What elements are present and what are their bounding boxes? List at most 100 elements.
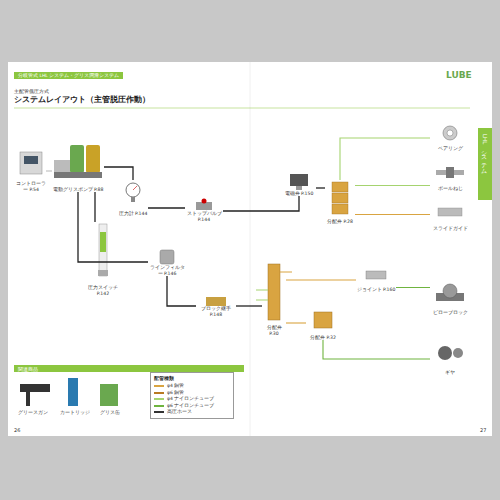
stop-valve: ストップバルブ P.144 [185, 200, 223, 222]
pipe-line [316, 187, 325, 188]
component-label: ラインフィルター P.146 [148, 265, 186, 276]
pipe-line [355, 214, 430, 215]
outlet-stub [256, 290, 268, 291]
switch-window [100, 232, 106, 252]
block-joint: ブロック継手 P.148 [196, 295, 236, 317]
pillow-icon [443, 284, 457, 298]
page-number: 27 [480, 427, 486, 433]
component-label: 電磁弁 P.150 [285, 191, 314, 196]
pipe-line [167, 276, 196, 306]
brand-logo: LUBE [446, 70, 472, 81]
pressure-switch: 圧力スイッチ P.142 [86, 222, 120, 296]
outlet-stub [256, 300, 268, 301]
component-label: 電動グリスポンプ P.88 [53, 187, 104, 192]
pipe-line [104, 167, 133, 180]
page-title: システムレイアウト（主管脱圧作動） [14, 95, 150, 105]
gauge-icon [126, 183, 140, 197]
header-strip: 分岐管式 LHL システム・グリス潤滑システム [14, 72, 123, 79]
slide-icon [438, 208, 462, 216]
component-label: ベアリング [438, 146, 463, 151]
legend-row: 高圧ホース [154, 409, 230, 416]
component-label: ストップバルブ P.144 [185, 211, 223, 222]
component-label: 圧力計 P.144 [119, 211, 148, 216]
page-number: 26 [14, 427, 20, 433]
component-label: コントローラー P.54 [16, 181, 46, 192]
section-bar: 関連商品 [14, 365, 244, 372]
switch-body [99, 224, 107, 276]
pipe-line [46, 171, 52, 172]
component-label: ブロック継手 P.148 [196, 306, 236, 317]
pipe-line [223, 196, 299, 211]
product-name: カートリッジ [60, 410, 90, 415]
side-tab-label: LHL システム [481, 134, 488, 170]
product-name: グリースガン [18, 410, 48, 415]
legend-row: φ6 ナイロンチューブ [154, 403, 230, 410]
pipe-line [340, 138, 430, 180]
solenoid-icon [290, 174, 308, 186]
component-label: ピローブロック [433, 310, 468, 315]
outlet-stub [280, 272, 292, 273]
gear-point: ギヤ [430, 343, 470, 375]
distributor-block [332, 204, 348, 214]
gun-grip [26, 392, 30, 406]
joint-icon [366, 271, 386, 279]
distributor-block [332, 182, 348, 192]
ballscrew-nut [446, 167, 454, 178]
slide-point: スライドガイド [430, 205, 470, 231]
legend-text: φ6 銅管 [167, 391, 184, 396]
distributor-valve: 分配弁 P.28 [325, 180, 355, 224]
page-fold [250, 62, 251, 436]
pipe-line [323, 340, 430, 359]
legend-row: φ6 銅管 [154, 390, 230, 397]
legend-swatch [154, 398, 164, 400]
pipe-line [286, 322, 306, 323]
pipe-line [148, 207, 185, 208]
filter-icon [160, 250, 174, 264]
gun-icon [20, 384, 50, 392]
controller-screen [24, 156, 38, 164]
title-rule [14, 108, 470, 109]
tube-joint: ジョイント P.160 [356, 268, 396, 292]
ballscrew-point: ボールねじ [430, 165, 470, 191]
switch-base [98, 270, 108, 276]
legend-swatch [154, 405, 164, 407]
distributor-icon [314, 312, 332, 328]
controller-unit: コントローラー P.54 [16, 150, 46, 192]
can-icon [100, 384, 118, 406]
pipe-line [94, 192, 95, 222]
line-filter: ラインフィルター P.146 [148, 248, 186, 276]
pipe-line [286, 279, 356, 280]
pump-motor [54, 160, 70, 174]
subtitle: 主配管低圧方式 [14, 88, 49, 94]
pillow-block: ピローブロック [430, 283, 470, 315]
pump-base [54, 172, 102, 178]
legend-text: φ6 ナイロンチューブ [167, 404, 214, 409]
gear-icon [438, 346, 452, 360]
pipe-line [236, 305, 262, 306]
component-label: 分配弁 P.28 [327, 219, 353, 224]
pipe-line [355, 185, 430, 186]
distributor-icon [268, 264, 280, 320]
cartridge-icon [68, 378, 78, 406]
pipe-line [396, 287, 430, 288]
component-label: ボールねじ [438, 186, 463, 191]
solenoid-valve: 電磁弁 P.150 [282, 172, 316, 196]
solenoid-port [296, 186, 302, 190]
gauge-needle [133, 186, 137, 190]
pressure-gauge: 圧力計 P.144 [118, 180, 148, 216]
distributor-block [332, 193, 348, 203]
component-label: ギヤ [445, 370, 455, 375]
legend-swatch [154, 392, 164, 394]
bearing-icon [443, 126, 457, 140]
controller-icon [20, 152, 42, 174]
gauge-stem [131, 197, 135, 202]
side-tab [478, 128, 492, 200]
component-label: 圧力スイッチ P.142 [86, 285, 120, 296]
pump-reservoir [86, 145, 100, 173]
legend-text: φ4 銅管 [167, 384, 184, 389]
bearing-point: ベアリング [430, 125, 470, 151]
legend-row: φ4 銅管 [154, 383, 230, 390]
legend-row: φ4 ナイロンチューブ [154, 396, 230, 403]
legend-heading: 配管種類 [154, 375, 174, 381]
